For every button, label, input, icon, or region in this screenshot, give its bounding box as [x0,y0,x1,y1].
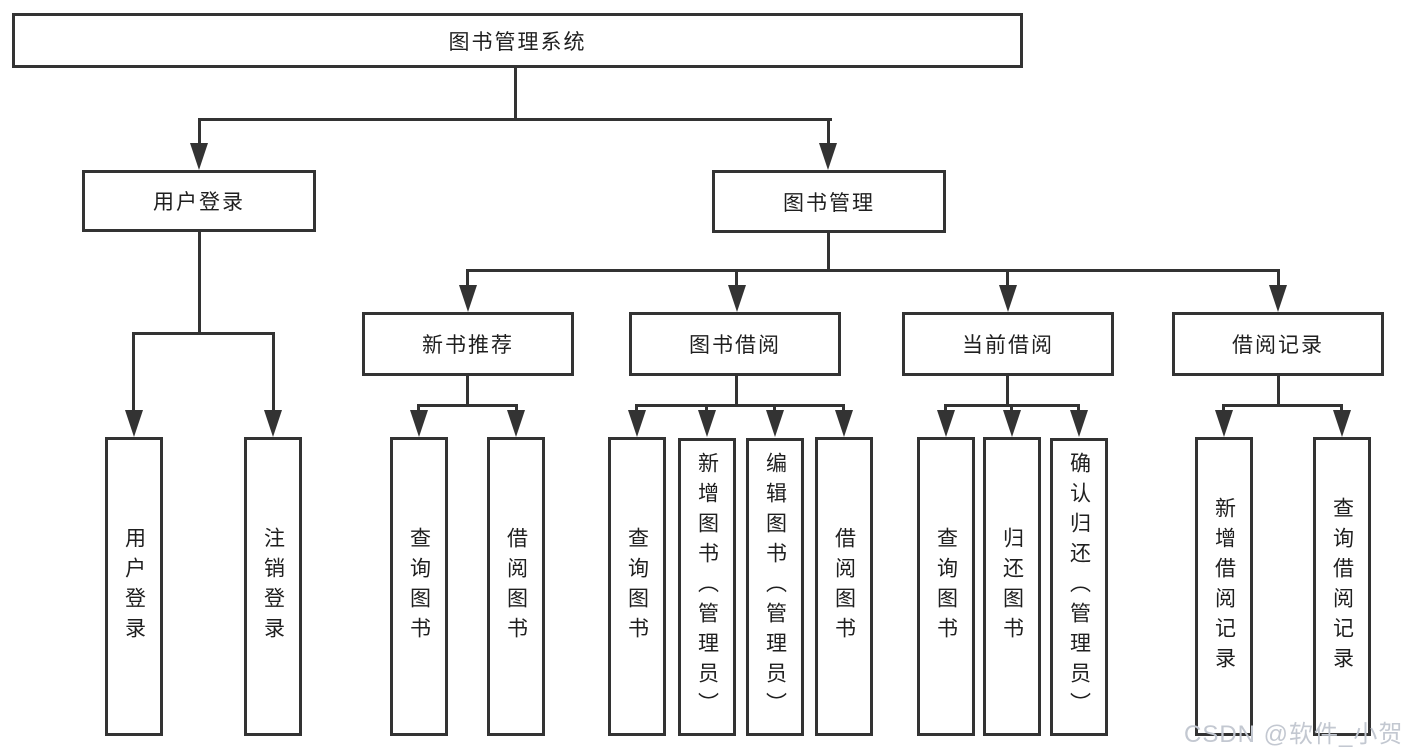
csdn-watermark: CSDN @软件_小贺同学 [1184,721,1405,747]
connector-line [735,374,738,407]
arrow-down-icon [999,285,1017,312]
connector-line [635,404,845,407]
node-borrow-records: 借阅记录 [1172,312,1384,376]
node-root: 图书管理系统 [12,13,1023,68]
connector-line [466,269,1280,272]
arrow-down-icon [507,410,525,437]
arrow-down-icon [766,410,784,437]
connector-line [1006,374,1009,407]
connector-line [1006,269,1009,289]
leaf-logout: 注销登录 [244,437,302,736]
connector-line [1277,269,1280,289]
arrow-down-icon [819,143,837,170]
leaf-add-books-admin: 新增图书（管理员） [678,438,736,736]
leaf-borrow-books-1: 借阅图书 [487,437,545,736]
connector-line [735,269,738,289]
arrow-down-icon [459,285,477,312]
node-book-management: 图书管理 [712,170,946,233]
node-new-book-recommend: 新书推荐 [362,312,574,376]
node-current-borrow: 当前借阅 [902,312,1114,376]
arrow-down-icon [628,410,646,437]
node-user-login: 用户登录 [82,170,316,232]
arrow-down-icon [1333,410,1351,437]
leaf-confirm-return-admin: 确认归还（管理员） [1050,438,1108,736]
connector-line [514,66,517,120]
connector-line [417,404,518,407]
leaf-search-books-1: 查询图书 [390,437,448,736]
arrow-down-icon [835,410,853,437]
connector-line [132,332,275,335]
leaf-search-books-3: 查询图书 [917,437,975,736]
connector-line [827,118,830,148]
arrow-down-icon [698,410,716,437]
arrow-down-icon [728,285,746,312]
connector-line [198,230,201,334]
connector-line [132,332,135,414]
connector-line [198,118,832,121]
arrow-down-icon [264,410,282,437]
arrow-down-icon [190,143,208,170]
connector-line [198,118,201,148]
connector-line [272,332,275,414]
connector-line [466,269,469,289]
leaf-edit-books-admin: 编辑图书（管理员） [746,438,804,736]
connector-line [466,374,469,407]
connector-line [1277,374,1280,407]
arrow-down-icon [1269,285,1287,312]
leaf-search-borrow-record: 查询借阅记录 [1313,437,1371,736]
arrow-down-icon [410,410,428,437]
leaf-add-borrow-record: 新增借阅记录 [1195,437,1253,736]
leaf-search-books-2: 查询图书 [608,437,666,736]
leaf-user-login: 用户登录 [105,437,163,736]
connector-line [827,231,830,272]
leaf-return-books: 归还图书 [983,437,1041,736]
arrow-down-icon [125,410,143,437]
leaf-borrow-books-2: 借阅图书 [815,437,873,736]
node-book-borrow: 图书借阅 [629,312,841,376]
connector-line [1222,404,1343,407]
arrow-down-icon [1070,410,1088,437]
arrow-down-icon [1215,410,1233,437]
arrow-down-icon [937,410,955,437]
arrow-down-icon [1003,410,1021,437]
